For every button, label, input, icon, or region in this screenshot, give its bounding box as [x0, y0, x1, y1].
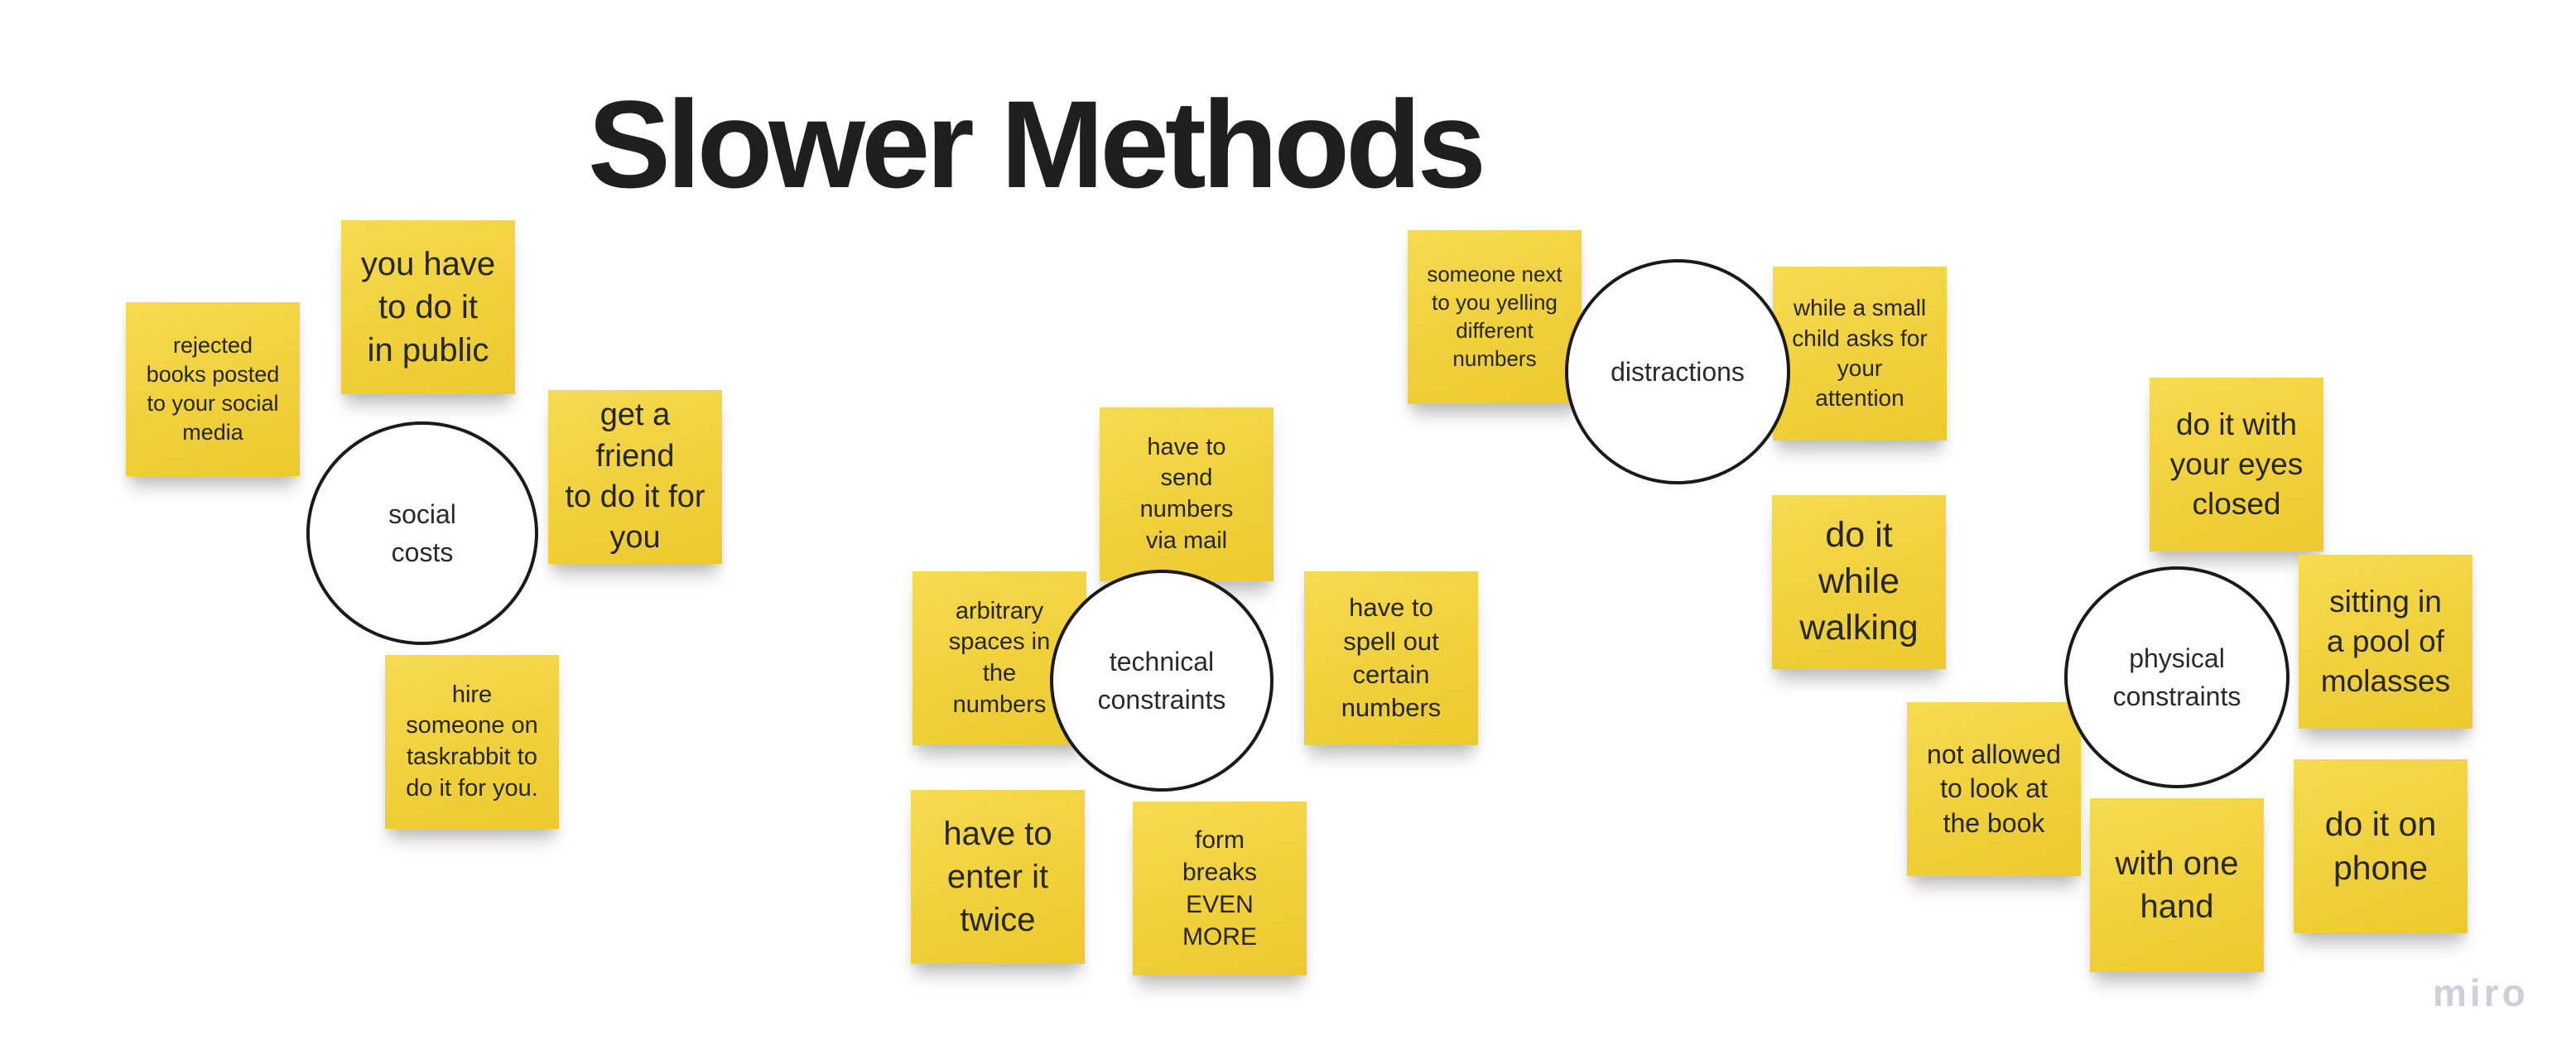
category-circle-social-costs[interactable]: social costs [306, 421, 538, 645]
sticky-note-do-it-on-phone[interactable]: do it on phone [2294, 759, 2468, 933]
sticky-note-get-a-friend[interactable]: get a friend to do it for you [548, 390, 722, 564]
sticky-note-not-allowed-to-look[interactable]: not allowed to look at the book [1907, 702, 2081, 876]
sticky-note-form-breaks[interactable]: form breaks EVEN MORE [1133, 802, 1307, 975]
sticky-note-spell-out-numbers[interactable]: have to spell out certain numbers [1304, 571, 1478, 745]
sticky-note-while-walking[interactable]: do it while walking [1772, 495, 1946, 669]
sticky-note-enter-it-twice[interactable]: have to enter it twice [911, 790, 1085, 964]
sticky-note-with-one-hand[interactable]: with one hand [2090, 798, 2264, 972]
miro-logo: miro [2433, 971, 2529, 1014]
category-circle-physical-constraints[interactable]: physical constraints [2064, 566, 2290, 788]
category-circle-distractions[interactable]: distractions [1565, 259, 1790, 484]
sticky-note-pool-of-molasses[interactable]: sitting in a pool of molasses [2299, 555, 2472, 729]
sticky-note-someone-yelling[interactable]: someone next to you yelling different nu… [1408, 230, 1582, 404]
sticky-note-small-child[interactable]: while a small child asks for your attent… [1773, 267, 1947, 441]
sticky-note-eyes-closed[interactable]: do it with your eyes closed [2150, 378, 2323, 551]
sticky-note-do-it-in-public[interactable]: you have to do it in public [341, 220, 515, 394]
sticky-note-rejected-books[interactable]: rejected books posted to your social med… [126, 302, 300, 476]
sticky-note-send-numbers-via-mail[interactable]: have to send numbers via mail [1100, 407, 1274, 581]
category-circle-technical-constraints[interactable]: technical constraints [1050, 570, 1274, 792]
board-title[interactable]: Slower Methods [587, 75, 1486, 214]
sticky-note-hire-taskrabbit[interactable]: hire someone on taskrabbit to do it for … [385, 655, 559, 829]
